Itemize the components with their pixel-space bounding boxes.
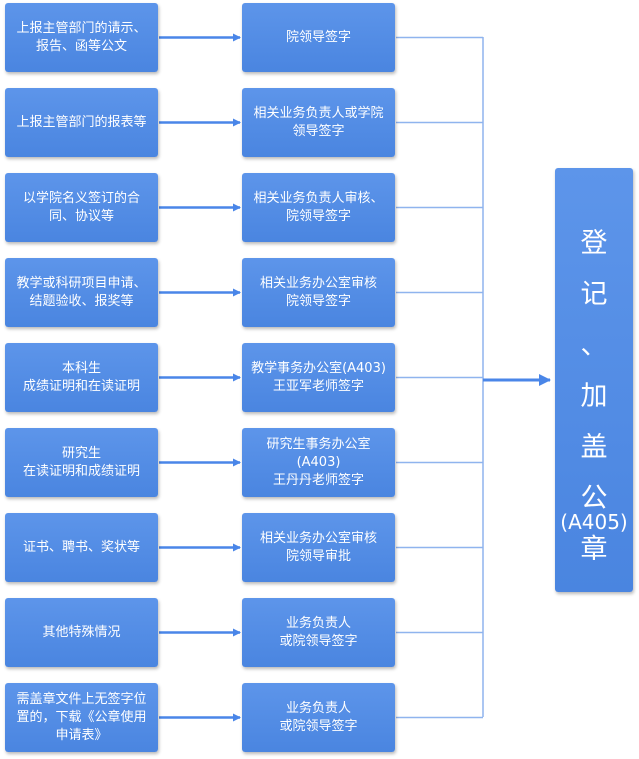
source-label: 需盖章文件上无签字位 置的，下载《公章使用 申请表》 [16, 691, 147, 743]
source-box: 教学或科研项目申请、 结题验收、报奖等 [5, 258, 158, 327]
approval-box: 业务负责人 或院领导签字 [242, 598, 395, 667]
approval-label: 相关业务负责人审核、 院领导签字 [253, 190, 384, 224]
source-box: 上报主管部门的报表等 [5, 88, 158, 157]
source-label: 研究生 在读证明和成绩证明 [22, 445, 140, 479]
approval-box: 业务负责人 或院领导签字 [242, 683, 395, 752]
registration-char: 记 [580, 279, 608, 310]
registration-char: 公 [580, 483, 608, 514]
registration-stamp-box: 登记、加盖公章 (A405) [555, 168, 633, 592]
approval-label: 相关业务办公室审核 院领导签字 [259, 275, 377, 309]
source-box: 其他特殊情况 [5, 598, 158, 667]
source-label: 教学或科研项目申请、 结题验收、报奖等 [16, 275, 147, 309]
source-box: 以学院名义签订的合 同、协议等 [5, 173, 158, 242]
source-label: 本科生 成绩证明和在读证明 [22, 360, 140, 394]
source-label: 证书、聘书、奖状等 [22, 539, 140, 555]
registration-char: 盖 [580, 432, 608, 463]
approval-box: 相关业务办公室审核 院领导审批 [242, 513, 395, 582]
source-box: 本科生 成绩证明和在读证明 [5, 343, 158, 412]
source-box: 上报主管部门的请示、 报告、函等公文 [5, 3, 158, 72]
approval-box: 研究生事务办公室(A403) 王丹丹老师签字 [242, 428, 395, 497]
approval-box: 相关业务办公室审核 院领导签字 [242, 258, 395, 327]
approval-box: 院领导签字 [242, 3, 395, 72]
source-box: 需盖章文件上无签字位 置的，下载《公章使用 申请表》 [5, 683, 158, 752]
approval-label: 研究生事务办公室(A403) 王丹丹老师签字 [266, 436, 371, 488]
registration-char: 章 [580, 534, 608, 565]
approval-label: 业务负责人 或院领导签字 [279, 700, 358, 734]
source-label: 上报主管部门的请示、 报告、函等公文 [16, 20, 147, 54]
registration-label: 登记、加盖公章 [555, 218, 633, 575]
source-box: 证书、聘书、奖状等 [5, 513, 158, 582]
approval-box: 相关业务负责人或学院 领导签字 [242, 88, 395, 157]
source-label: 上报主管部门的报表等 [16, 114, 147, 130]
registration-char: 、 [580, 330, 608, 361]
registration-char: 登 [580, 228, 608, 259]
approval-box: 教学事务办公室(A403) 王亚军老师签字 [242, 343, 395, 412]
approval-box: 相关业务负责人审核、 院领导签字 [242, 173, 395, 242]
source-label: 以学院名义签订的合 同、协议等 [22, 190, 140, 224]
approval-label: 相关业务负责人或学院 领导签字 [253, 105, 384, 139]
registration-char: 加 [580, 381, 608, 412]
approval-label: 教学事务办公室(A403) 王亚军老师签字 [251, 360, 386, 394]
room-code: (A405) [560, 510, 628, 534]
approval-label: 院领导签字 [285, 29, 351, 45]
approval-label: 相关业务办公室审核 院领导审批 [259, 530, 377, 564]
source-label: 其他特殊情况 [42, 624, 121, 640]
approval-label: 业务负责人 或院领导签字 [279, 615, 358, 649]
source-box: 研究生 在读证明和成绩证明 [5, 428, 158, 497]
